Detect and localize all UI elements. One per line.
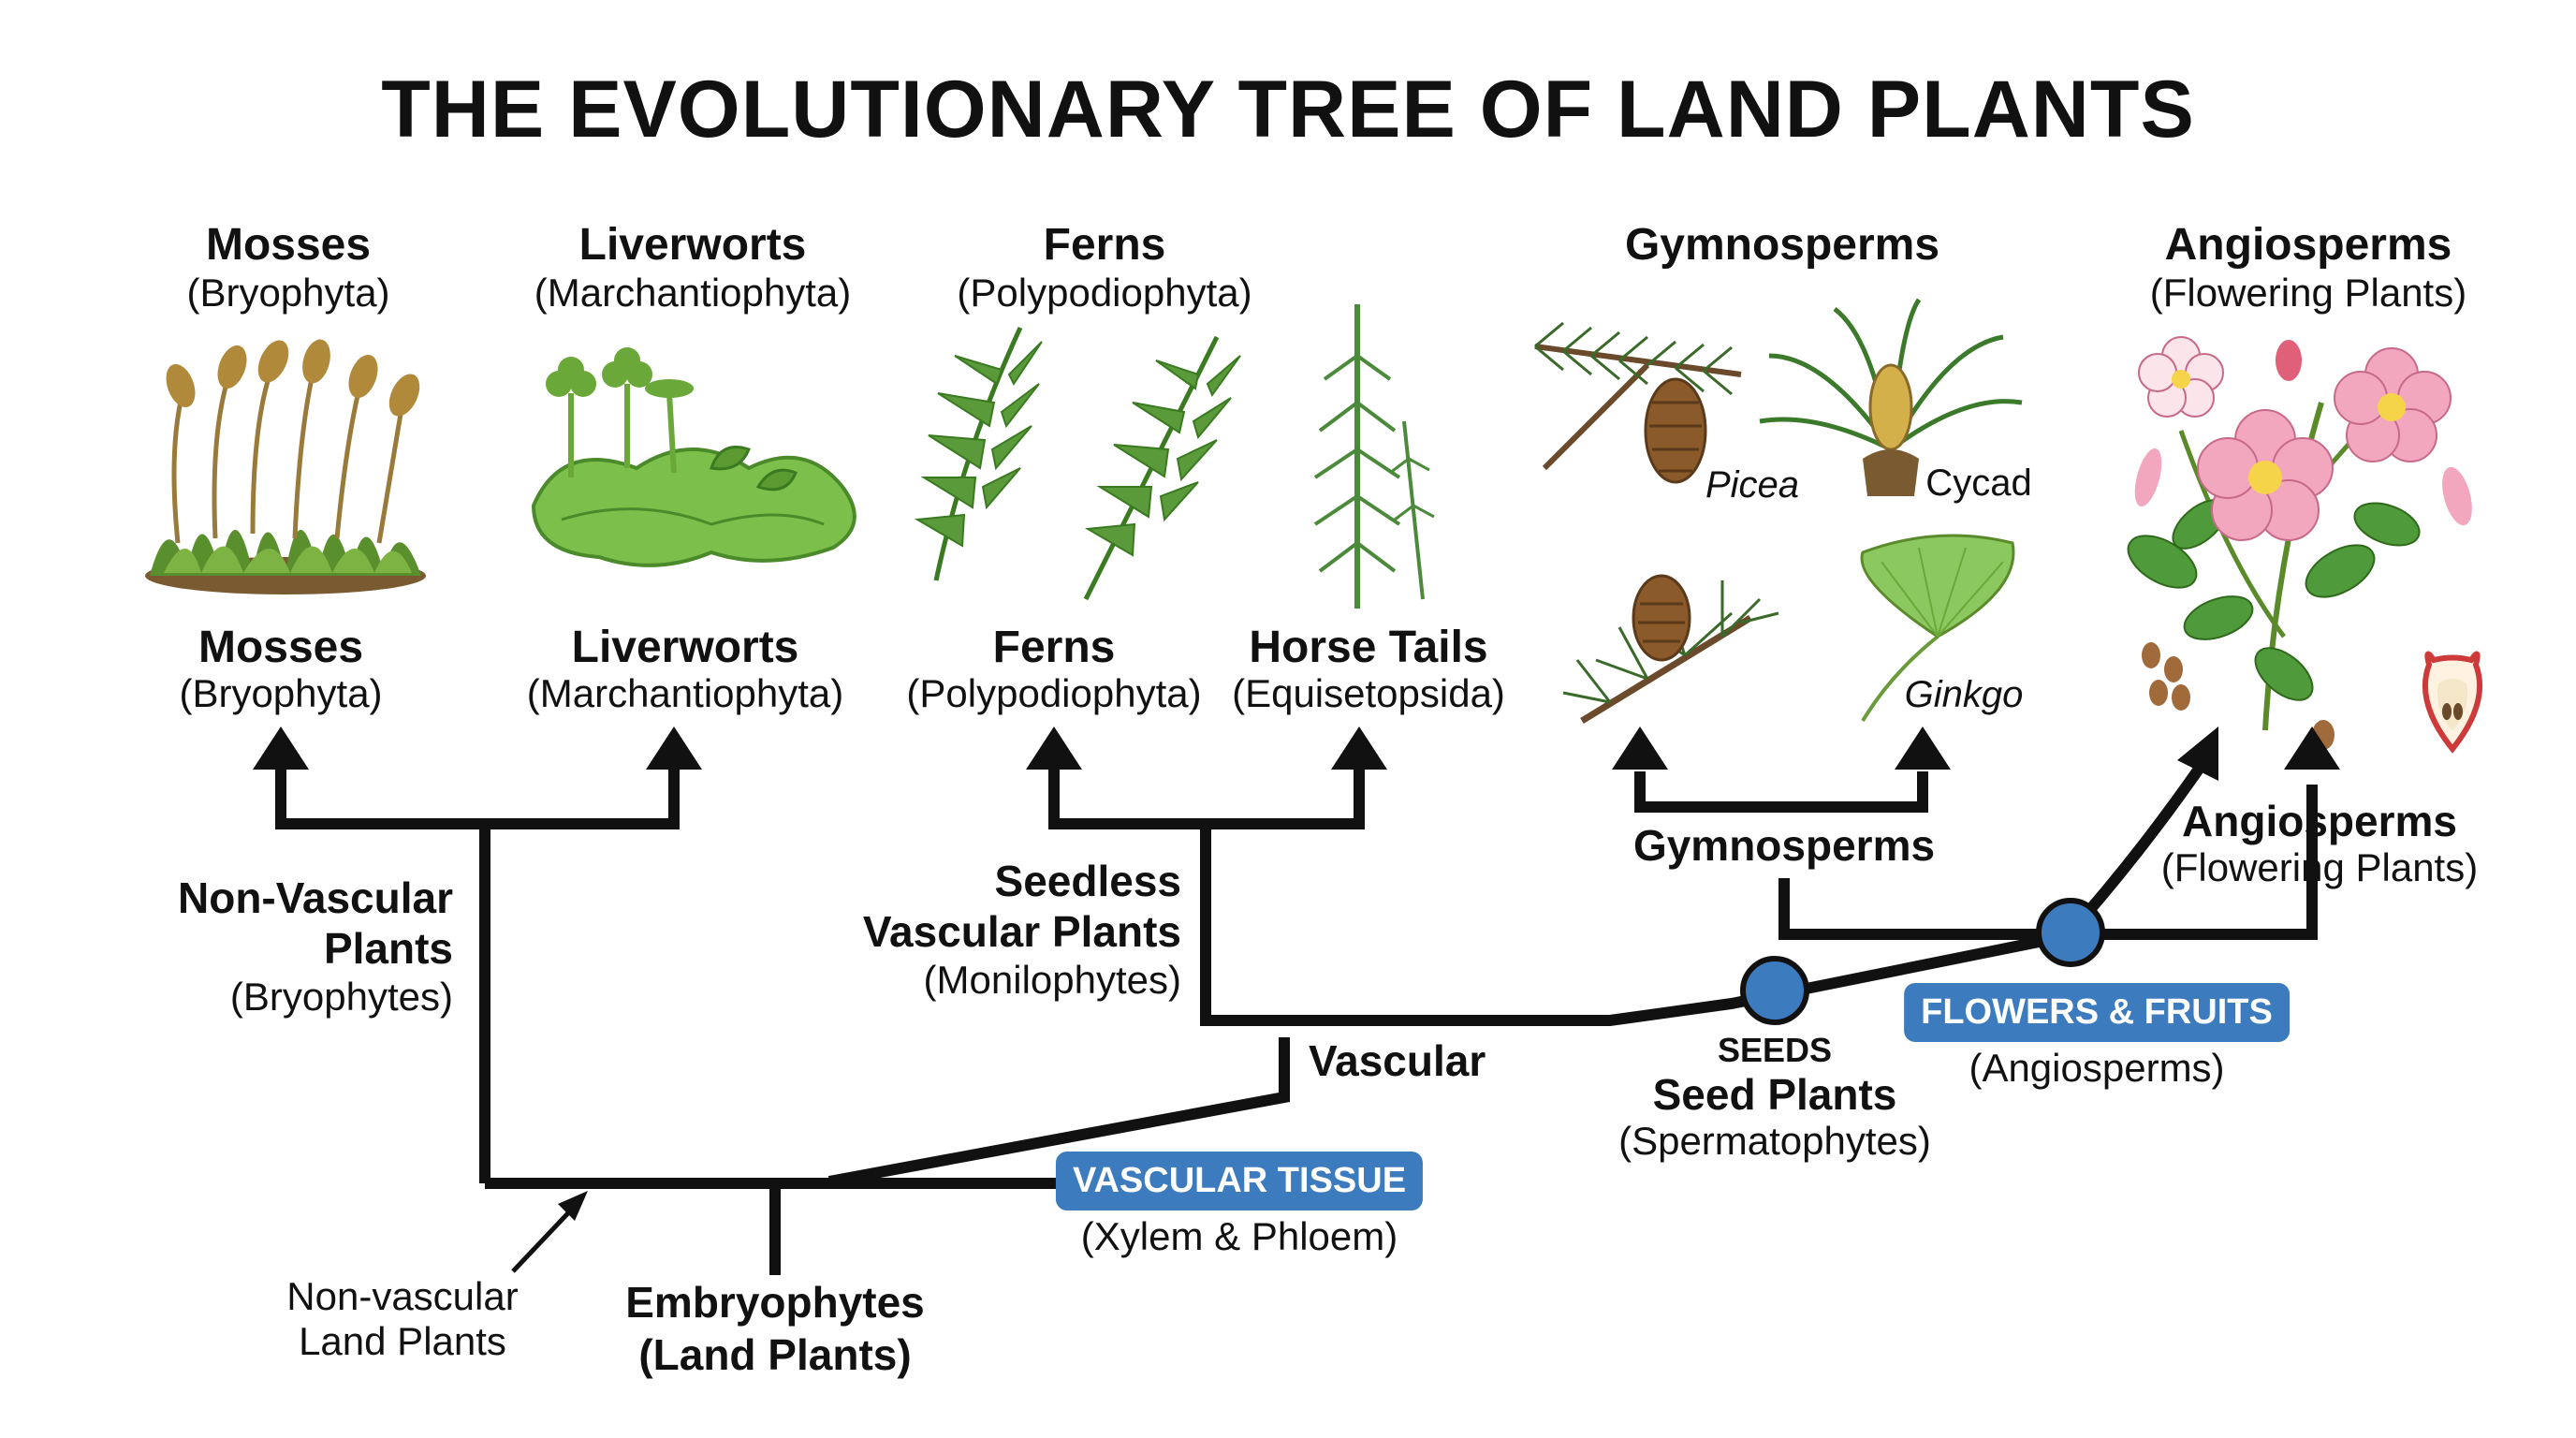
header-ferns-sci: (Polypodiophyta) [957, 271, 1252, 315]
vascular-label: Vascular [1309, 1036, 1486, 1085]
picea-label: Picea [1705, 464, 1800, 506]
tip-horsetails-sci: (Equisetopsida) [1232, 671, 1505, 715]
flowers-fruits-badge: FLOWERS & FRUITS [1904, 983, 2290, 1042]
vascular-tissue-sub: (Xylem & Phloem) [1080, 1214, 1398, 1258]
nonvascular-sci: (Bryophytes) [229, 975, 453, 1019]
angiosperms-clade-label: Angiosperms [2182, 797, 2457, 845]
seedless-sci: (Monilophytes) [923, 958, 1181, 1002]
vascular-tissue-badge: VASCULAR TISSUE [1055, 1152, 1424, 1211]
diagram-title: THE EVOLUTIONARY TREE OF LAND PLANTS [381, 65, 2195, 154]
seedless-label-2: Vascular Plants [862, 907, 1181, 956]
tip-liverworts: Liverworts [571, 623, 799, 672]
flowers-fruits-sub: (Angiosperms) [1969, 1046, 2225, 1090]
seed-plants-node [1740, 956, 1809, 1025]
horsetail-illustration [1313, 304, 1435, 609]
fern-illustration [914, 326, 1241, 601]
nonvascular-label-1: Non-Vascular [178, 873, 453, 922]
tip-ferns-sci: (Polypodiophyta) [906, 671, 1202, 715]
header-gymnosperms: Gymnosperms [1624, 220, 1940, 270]
embryophytes-label-1: Embryophytes [625, 1278, 925, 1327]
moss-illustration [145, 339, 426, 594]
header-angiosperms: Angiosperms [2164, 220, 2452, 270]
nonvascular-label-2: Plants [323, 924, 453, 973]
header-ferns: Ferns [1043, 220, 1166, 270]
tip-ferns: Ferns [992, 623, 1116, 672]
header-angiosperms-sci: (Flowering Plants) [2149, 271, 2467, 315]
header-mosses-sci: (Bryophyta) [186, 271, 390, 315]
angiosperms-clade-sci: (Flowering Plants) [2160, 845, 2479, 889]
ginkgo-label: Ginkgo [1904, 674, 2024, 715]
header-liverworts-sci: (Marchantiophyta) [534, 271, 852, 315]
tip-horsetails: Horse Tails [1249, 623, 1488, 672]
seed-plants-label: Seed Plants [1652, 1070, 1897, 1119]
flowering-node [2036, 898, 2105, 967]
gymnosperms-clade-label: Gymnosperms [1632, 821, 1936, 870]
liverwort-illustration [531, 347, 856, 567]
rose-illustration [2127, 336, 2483, 754]
cycad-illustration [1759, 298, 2023, 496]
seed-plants-sci: (Spermatophytes) [1618, 1119, 1931, 1163]
tip-liverworts-sci: (Marchantiophyta) [526, 671, 844, 715]
header-mosses: Mosses [205, 220, 372, 270]
tip-mosses: Mosses [198, 623, 364, 672]
seedless-label-1: Seedless [994, 857, 1181, 905]
seeds-tag: SEEDS [1717, 1031, 1833, 1069]
ginkgo-illustration [1860, 534, 2015, 723]
embryophytes-label-2: (Land Plants) [638, 1330, 912, 1379]
cycad-label: Cycad [1925, 462, 2032, 504]
pine-illustration [1562, 574, 1779, 724]
tip-mosses-sci: (Bryophyta) [179, 671, 383, 715]
header-liverworts: Liverworts [578, 220, 807, 270]
nonvascular-land-label-2: Land Plants [299, 1319, 506, 1363]
nonvascular-land-label-1: Non-vascular [286, 1274, 519, 1318]
picea-illustration [1534, 321, 1742, 484]
